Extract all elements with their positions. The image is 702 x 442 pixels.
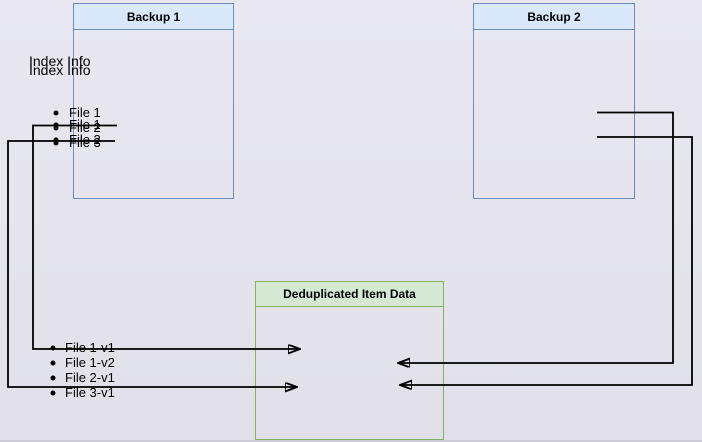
dedup-title: Deduplicated Item Data [283, 287, 416, 301]
list-item: File 2-v1 [65, 370, 115, 385]
backup1-header: Backup 1 [74, 4, 233, 30]
backup1-subtitle: Index Info [29, 62, 91, 78]
backup2-title: Backup 2 [527, 9, 581, 24]
dedup-file-list: File 1-v1 File 1-v2 File 2-v1 File 3-v1 [65, 340, 115, 400]
backup2-box: Backup 2 [473, 3, 635, 199]
list-item: File 3-v1 [65, 385, 115, 400]
backup1-box: Backup 1 [73, 3, 234, 199]
dedup-header: Deduplicated Item Data [256, 282, 443, 307]
list-item: File 1-v1 [65, 340, 115, 355]
list-item: File 2 [69, 120, 101, 135]
list-item: File 1-v2 [65, 355, 115, 370]
list-item: File 3 [69, 135, 101, 150]
backup2-subtitle: Index Info [29, 53, 91, 69]
backup2-file-list: File 1 File 2 File 3 [69, 105, 101, 150]
dedup-box: Deduplicated Item Data [255, 281, 444, 440]
backup1-title: Backup 1 [126, 9, 181, 24]
backup2-header: Backup 2 [474, 4, 634, 30]
list-item: File 1 [69, 105, 101, 120]
